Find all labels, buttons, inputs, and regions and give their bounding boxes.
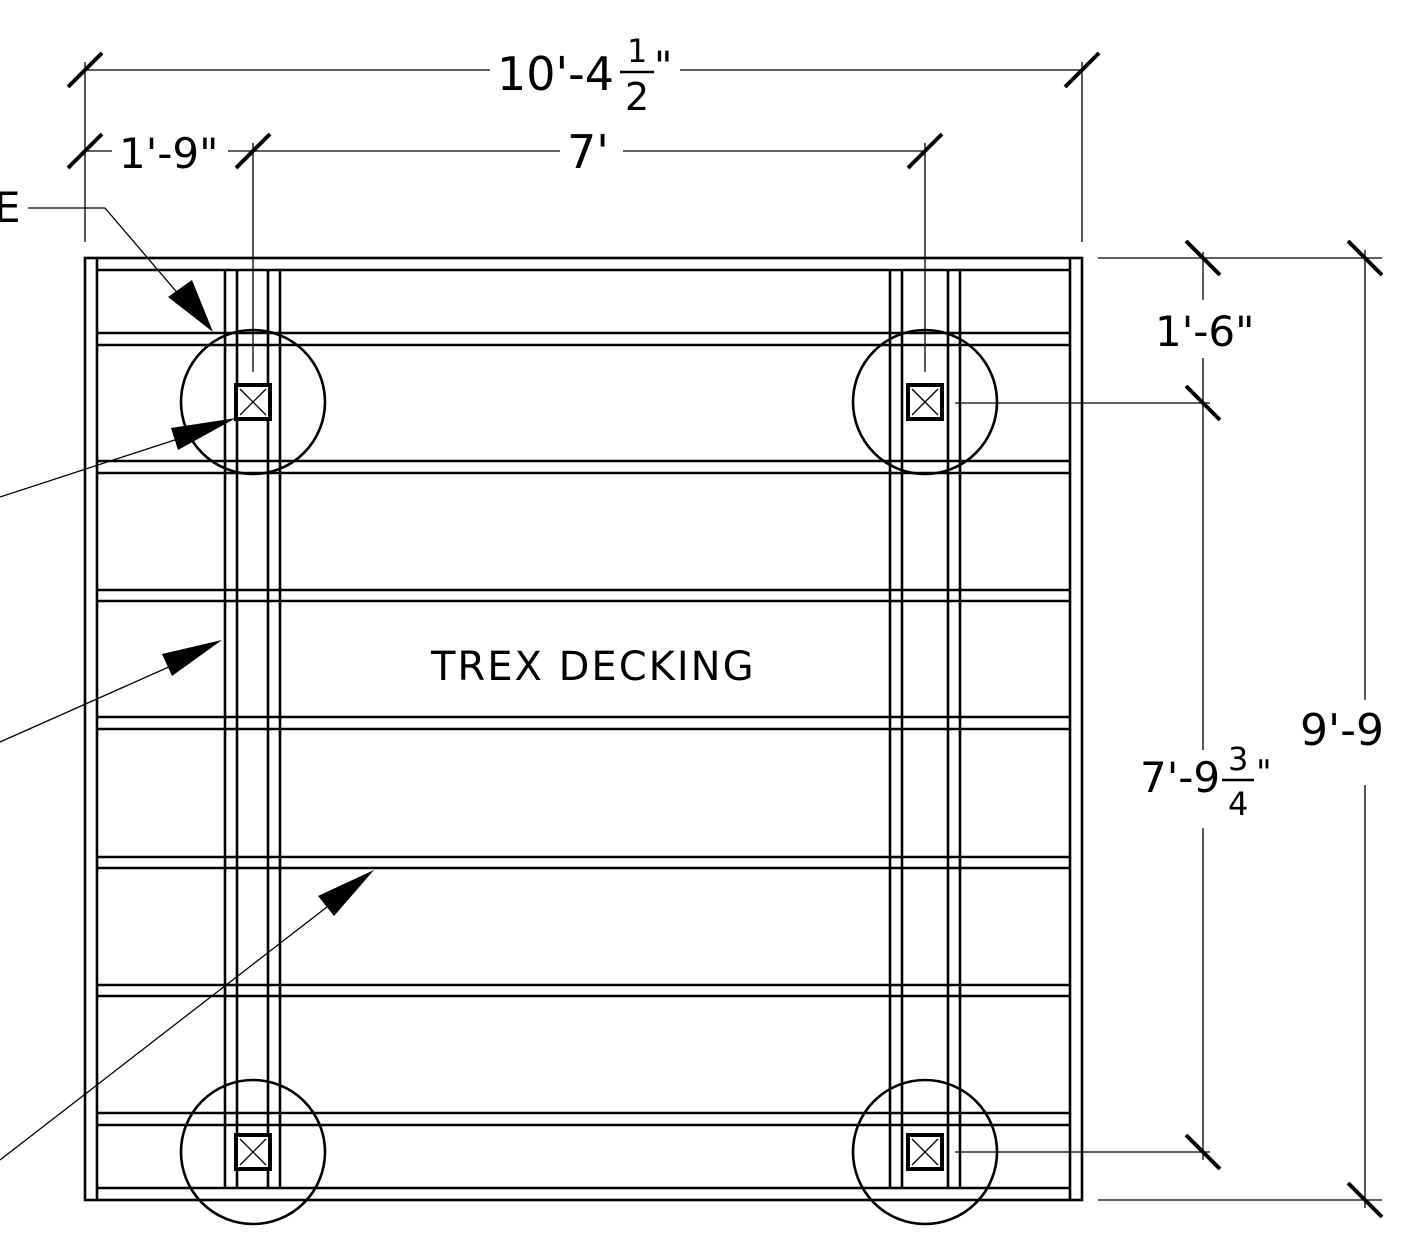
- tick-mark: [66, 132, 104, 170]
- tick-mark: [1346, 239, 1384, 277]
- leader-arrowhead: [318, 870, 374, 916]
- post-cross: [239, 1138, 267, 1166]
- deck-perimeter: [83, 256, 1084, 1202]
- left-offset-label: 1'-9": [119, 129, 218, 178]
- tick-mark: [1184, 1133, 1222, 1171]
- tick-mark: [1063, 51, 1101, 89]
- dimension-overall-width: 10'-4 1 2 ": [66, 32, 1101, 242]
- decking-label: TREX DECKING: [430, 644, 756, 690]
- overall-width-whole: 10'-4: [497, 47, 614, 101]
- dimension-post-layout: 1'-9" 7': [66, 125, 944, 372]
- cropped-callout-text: E: [0, 183, 21, 232]
- overall-depth-label: 9'-9: [1300, 705, 1384, 756]
- footings: [179, 328, 999, 1226]
- tick-mark: [1346, 1181, 1384, 1219]
- tick-mark: [66, 51, 104, 89]
- footing-circle: [179, 1078, 327, 1226]
- overall-width-frac-den: 2: [625, 75, 649, 119]
- post-cross: [239, 388, 267, 416]
- footing: [851, 328, 999, 476]
- overall-width-frac-num: 1: [627, 32, 647, 70]
- post-spacing-label: 7': [567, 125, 609, 179]
- top-offset-label: 1'-6": [1155, 307, 1254, 356]
- leader-arrowhead: [162, 640, 222, 676]
- leader-arrowhead: [171, 418, 236, 450]
- leader-line: [0, 892, 346, 1161]
- post-span-suffix: ": [1256, 753, 1272, 793]
- overall-width-suffix: ": [654, 44, 672, 90]
- post-cross: [911, 1138, 939, 1166]
- post-span-frac-num: 3: [1228, 740, 1248, 778]
- footing: [179, 1078, 327, 1226]
- leader-arrowhead: [168, 280, 213, 332]
- leader-line: [0, 661, 181, 743]
- leader-line: [28, 207, 193, 311]
- dimension-depth: 1'-6" 7'-9 3 4 " 9'-9: [955, 239, 1384, 1219]
- tick-mark: [1184, 239, 1222, 277]
- beams: [223, 270, 962, 1188]
- post-span-frac-den: 4: [1228, 785, 1248, 823]
- tick-mark: [1184, 384, 1222, 422]
- post-cross: [911, 388, 939, 416]
- leader-line: [0, 434, 191, 498]
- post-span-whole: 7'-9: [1140, 753, 1220, 802]
- footing: [851, 1078, 999, 1226]
- callout-leaders: E: [0, 183, 374, 1161]
